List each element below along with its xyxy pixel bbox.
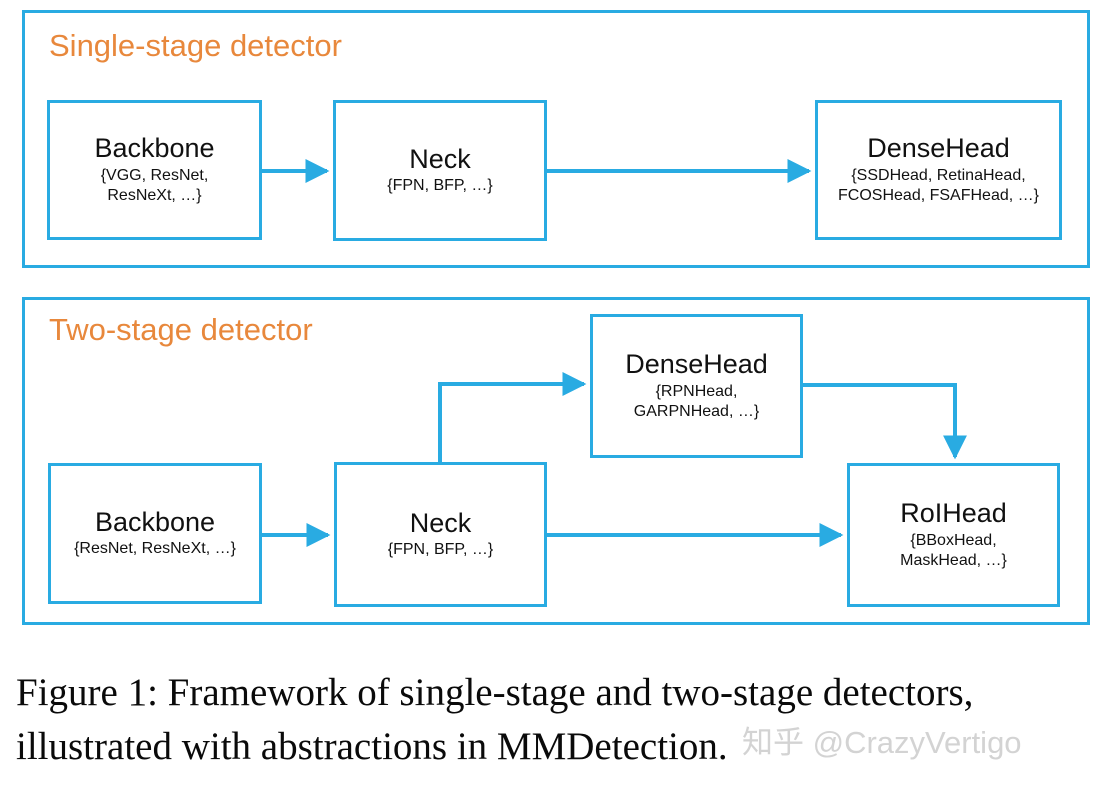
box-neck-single-title: Neck xyxy=(409,144,471,175)
box-densehead-single-subtitle: {SSDHead, RetinaHead,FCOSHead, FSAFHead,… xyxy=(838,166,1039,205)
box-neck-single-subtitle: {FPN, BFP, …} xyxy=(387,177,493,195)
box-roihead-two-subtitle: {BBoxHead,MaskHead, …} xyxy=(900,531,1007,570)
box-densehead-two-title: DenseHead xyxy=(625,349,768,380)
box-backbone-two[interactable]: Backbone {ResNet, ResNeXt, …} xyxy=(48,463,262,604)
box-roihead-two[interactable]: RoIHead {BBoxHead,MaskHead, …} xyxy=(847,463,1060,607)
box-densehead-two-subtitle: {RPNHead,GARPNHead, …} xyxy=(633,382,760,421)
box-roihead-two-title: RoIHead xyxy=(900,498,1007,529)
box-neck-two[interactable]: Neck {FPN, BFP, …} xyxy=(334,462,547,607)
box-backbone-single-subtitle: {VGG, ResNet,ResNeXt, …} xyxy=(100,166,209,205)
box-backbone-two-title: Backbone xyxy=(94,507,216,538)
watermark-text: 知乎 @CrazyVertigo xyxy=(742,725,1022,760)
box-neck-single[interactable]: Neck {FPN, BFP, …} xyxy=(333,100,547,241)
box-backbone-single[interactable]: Backbone {VGG, ResNet,ResNeXt, …} xyxy=(47,100,262,240)
box-neck-two-title: Neck xyxy=(409,508,472,539)
box-backbone-two-subtitle: {ResNet, ResNeXt, …} xyxy=(74,540,236,558)
box-densehead-two[interactable]: DenseHead {RPNHead,GARPNHead, …} xyxy=(590,314,803,458)
box-densehead-single[interactable]: DenseHead {SSDHead, RetinaHead,FCOSHead,… xyxy=(815,100,1062,240)
box-backbone-single-title: Backbone xyxy=(94,133,215,164)
figure-caption: Figure 1: Framework of single-stage and … xyxy=(16,671,974,768)
two-stage-title: Two-stage detector xyxy=(49,312,313,347)
box-densehead-single-title: DenseHead xyxy=(867,133,1010,164)
single-stage-title: Single-stage detector xyxy=(49,28,342,63)
box-neck-two-subtitle: {FPN, BFP, …} xyxy=(387,541,494,559)
